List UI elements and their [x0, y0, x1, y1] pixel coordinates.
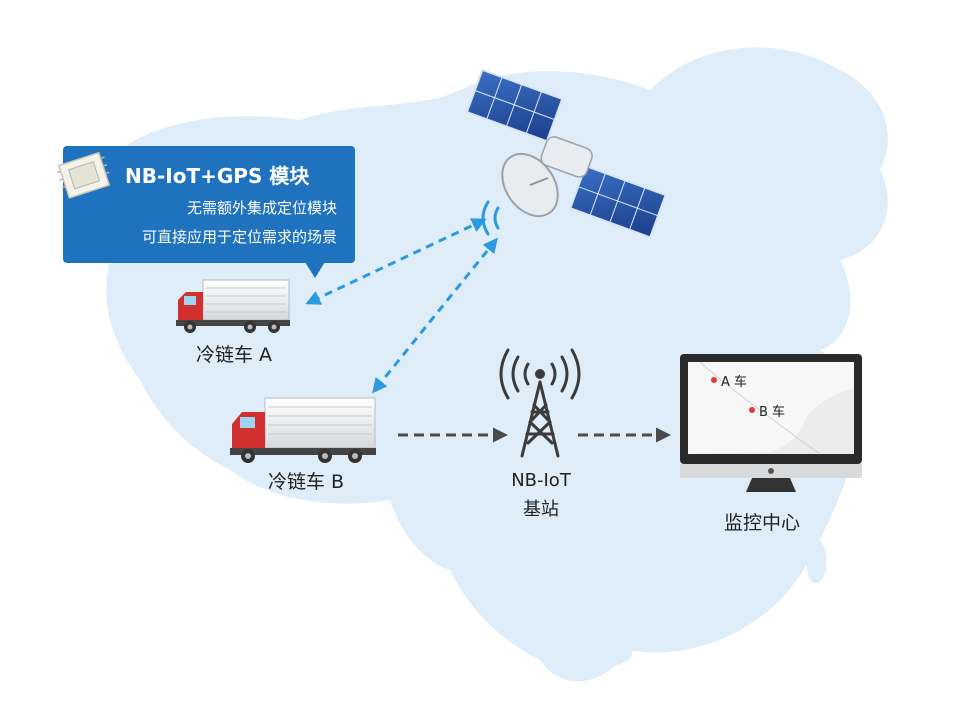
station-label-line-1: NB-IoT — [511, 470, 571, 491]
truck-a-icon — [176, 279, 290, 333]
monitor-center-label: 监控中心 — [724, 512, 801, 534]
monitor-marker-a-label: A 车 — [721, 375, 748, 390]
callout-pointer — [305, 262, 325, 278]
monitor-icon — [680, 354, 862, 492]
marker-a-dot — [711, 377, 717, 383]
module-callout-box: NB-IoT+GPS 模块 无需额外集成定位模块 可直接应用于定位需求的场景 — [57, 146, 355, 278]
satellite-to-truck-a-link — [305, 218, 487, 305]
satellite-to-truck-b-link — [372, 237, 498, 394]
satellite-icon — [465, 68, 667, 239]
truck-b-icon — [230, 397, 376, 463]
truck-a-label: 冷链车 A — [196, 344, 273, 366]
taiwan-island-shape — [806, 539, 827, 584]
monitor-marker-b-label: B 车 — [759, 405, 786, 420]
callout-description-line-2: 可直接应用于定位需求的场景 — [141, 228, 337, 246]
base-station-tower-icon — [499, 348, 581, 458]
callout-description-line-1: 无需额外集成定位模块 — [186, 199, 337, 217]
truck-b-label: 冷链车 B — [268, 471, 345, 493]
chip-module-icon — [57, 151, 111, 199]
marker-b-dot — [749, 407, 755, 413]
station-label-line-2: 基站 — [523, 499, 559, 520]
callout-title: NB-IoT+GPS 模块 — [125, 164, 310, 188]
hainan-island-shape — [595, 636, 633, 666]
